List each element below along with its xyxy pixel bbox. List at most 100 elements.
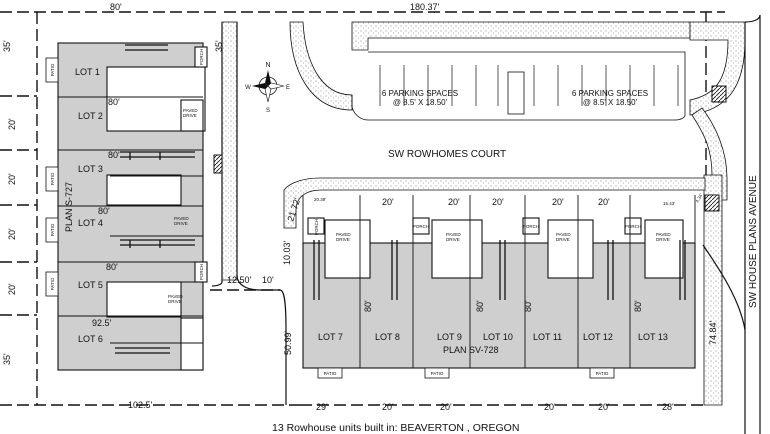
svg-text:35': 35': [214, 40, 224, 52]
svg-text:20': 20': [492, 197, 504, 207]
porch-label: PORCH: [199, 264, 204, 280]
svg-text:20': 20': [552, 197, 564, 207]
lot-label-12: LOT 12: [583, 332, 613, 342]
svg-text:20': 20': [598, 402, 610, 412]
svg-text:10': 10': [262, 275, 274, 285]
patio-label: PATIO: [431, 371, 444, 376]
paved-drive-label: DRIVE: [183, 113, 197, 118]
lot-label-7: LOT 7: [318, 332, 343, 342]
paved-drive-label: DRIVE: [446, 237, 460, 242]
svg-text:80': 80': [475, 300, 485, 312]
patio-label: PATIO: [50, 277, 55, 290]
svg-text:35': 35': [2, 40, 12, 52]
paved-drive-label: DRIVE: [168, 299, 182, 304]
plan-label-left: PLAN S-727: [64, 182, 74, 232]
svg-text:80': 80': [108, 150, 120, 160]
svg-text:29': 29': [316, 402, 328, 412]
hatch-box: [213, 154, 223, 174]
paved-drive-label: PAVED: [556, 232, 571, 237]
caption: 13 Rowhouse units built in: BEAVERTON , …: [272, 422, 519, 434]
svg-text:35': 35': [2, 353, 12, 365]
lot-label-13: LOT 13: [638, 332, 668, 342]
parking-stall-lines: [379, 65, 679, 106]
lot-label-6: LOT 6: [78, 334, 103, 344]
paved-drive-label: DRIVE: [336, 237, 350, 242]
porch-label: PORCH: [413, 224, 429, 229]
svg-text:74.84': 74.84': [708, 320, 718, 345]
svg-text:20': 20': [544, 402, 556, 412]
avenue-name: SW HOUSE PLANS AVENUE: [748, 175, 759, 308]
compass-rose: N S E W: [245, 62, 290, 114]
svg-text:12.50': 12.50': [227, 275, 252, 285]
porch-label: PORCH: [199, 49, 204, 65]
left-stairs: [115, 44, 195, 354]
svg-text:20': 20': [7, 173, 17, 185]
left-lot-lines: [58, 96, 203, 344]
svg-text:20': 20': [448, 197, 460, 207]
compass-e: E: [286, 85, 290, 91]
porch-label: PORCH: [625, 224, 641, 229]
street-name: SW ROWHOMES COURT: [388, 149, 506, 160]
svg-text:50.99': 50.99': [283, 330, 293, 355]
parking-right-line2: @ 8.5' X 18.50': [583, 98, 638, 107]
paved-drive-label: PAVED: [446, 232, 461, 237]
svg-text:10.03': 10.03': [282, 240, 292, 265]
svg-text:20': 20': [7, 283, 17, 295]
svg-text:80': 80': [110, 2, 122, 12]
right-stairs: [313, 240, 686, 300]
paved-drive-label: PAVED: [656, 232, 671, 237]
parking-right-line1: 6 PARKING SPACES: [572, 89, 648, 98]
left-building: [57, 42, 208, 371]
lot-label-2: LOT 2: [78, 111, 103, 121]
paved-drive-label: DRIVE: [174, 221, 188, 226]
svg-text:20': 20': [7, 228, 17, 240]
svg-text:80': 80': [106, 262, 118, 272]
svg-text:180.37': 180.37': [410, 2, 440, 12]
patio-label: PATIO: [596, 371, 609, 376]
hatch-box: [711, 85, 727, 103]
patio-label: PATIO: [324, 371, 337, 376]
patio-label: PATIO: [50, 63, 55, 76]
parking-left-line1: 6 PARKING SPACES: [382, 89, 458, 98]
lot-label-9: LOT 9: [437, 332, 462, 342]
svg-text:20': 20': [7, 118, 17, 130]
svg-text:80': 80': [108, 97, 120, 107]
svg-text:4.34': 4.34': [695, 193, 704, 204]
left-patios: [45, 57, 59, 297]
svg-text:102.5': 102.5': [128, 400, 153, 410]
svg-text:92.5': 92.5': [92, 318, 112, 328]
dimension-labels: 80' 180.37' 35' 35' 35' 20' 20' 20' 20' …: [2, 2, 718, 412]
parking-left-line2: @ 8.5' X 18.50': [393, 98, 448, 107]
streets: [211, 14, 761, 434]
right-patios: [317, 367, 615, 379]
svg-text:80': 80': [98, 206, 110, 216]
paved-drive-label: PAVED: [336, 232, 351, 237]
compass-s: S: [266, 108, 270, 114]
svg-text:80': 80': [633, 300, 643, 312]
paved-drive-label: PAVED: [174, 216, 189, 221]
lot-label-3: LOT 3: [78, 164, 103, 174]
porch-label: PORCH: [523, 224, 539, 229]
paved-drive-label: PAVED: [183, 108, 198, 113]
lot-label-10: LOT 10: [483, 332, 513, 342]
svg-text:20': 20': [440, 402, 452, 412]
paved-drive-label: DRIVE: [656, 237, 670, 242]
porch-label: PORCH: [314, 219, 319, 235]
right-lot-lines: [302, 195, 696, 368]
svg-text:20': 20': [382, 197, 394, 207]
svg-text:20': 20': [598, 197, 610, 207]
lot-label-1: LOT 1: [75, 67, 100, 77]
svg-text:28': 28': [662, 402, 674, 412]
svg-text:15.43': 15.43': [663, 201, 675, 206]
paved-drive-label: DRIVE: [556, 237, 570, 242]
compass-w: W: [245, 85, 251, 91]
svg-text:20': 20': [382, 402, 394, 412]
lot-label-4: LOT 4: [78, 218, 103, 228]
hatch-box: [704, 194, 720, 212]
plan-label-right: PLAN SV-728: [443, 345, 499, 355]
paved-drive-label: PAVED: [168, 294, 183, 299]
svg-text:20.39': 20.39': [314, 197, 326, 202]
patio-label: PATIO: [50, 223, 55, 236]
patio-label: PATIO: [50, 172, 55, 185]
